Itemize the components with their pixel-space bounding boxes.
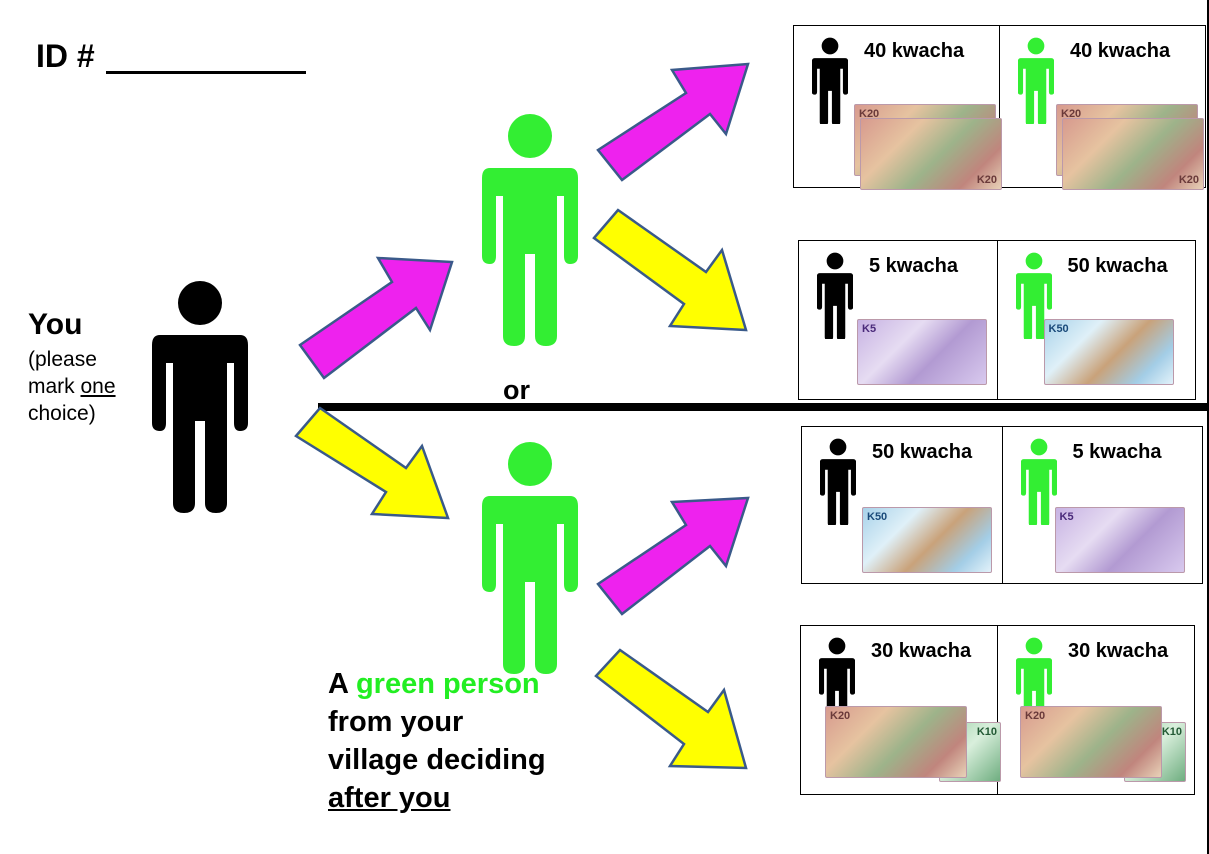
green-text-highlight: green person — [355, 668, 540, 700]
note-label: K5 — [862, 323, 877, 335]
outcome-box-2[interactable]: 5 kwacha K5 50 kwacha K50 — [798, 240, 1196, 400]
note-label: K5 — [1059, 511, 1074, 523]
note-label: K20 — [1025, 710, 1046, 722]
kwacha-banknote-icon: K20 — [825, 706, 967, 778]
outcome-2-you-amount: 5 kwacha — [869, 255, 958, 277]
outcome-4-you-amount: 30 kwacha — [871, 640, 972, 662]
green-person-icon-top — [482, 114, 578, 346]
note-label: K50 — [1048, 323, 1069, 335]
outcome-1-you-amount: 40 kwacha — [864, 40, 965, 62]
kwacha-banknote-icon: K20 — [1020, 706, 1162, 778]
you-instructions-line3: choice) — [28, 402, 96, 425]
outcome-1-you-cell: 40 kwacha K20 K20 — [794, 26, 1002, 190]
green-mini-person-icon — [1018, 37, 1054, 124]
arrow-bottom-to-outcome-3[interactable] — [596, 496, 750, 616]
arrow-you-to-top-green[interactable] — [298, 256, 454, 380]
note-label: K20 — [1061, 108, 1082, 120]
you-instructions-line2: mark one — [28, 373, 116, 400]
green-mini-person-icon — [1020, 438, 1057, 525]
outcome-2-you-cell: 5 kwacha K5 — [799, 241, 998, 399]
kwacha-banknote-icon: K5 — [1054, 507, 1185, 573]
green-text-line4: after you — [328, 779, 546, 817]
id-label: ID # — [36, 38, 95, 74]
choice-divider — [318, 403, 1209, 411]
note-label: K20 — [859, 108, 880, 120]
green-text-after-you: after you — [328, 782, 451, 814]
you-title: You — [28, 308, 83, 341]
green-text-prefix: A — [328, 668, 356, 700]
green-person-icon-bottom — [482, 442, 578, 674]
outcome-4-green-amount: 30 kwacha — [1068, 640, 1169, 662]
you-mini-person-icon — [817, 252, 853, 339]
outcome-4-green-cell: 30 kwacha K10 K20 — [998, 626, 1194, 794]
outcome-box-1[interactable]: 40 kwacha K20 K20 40 kwacha K20 K20 — [793, 25, 1206, 190]
you-instructions-one: one — [80, 375, 116, 398]
outcome-box-3[interactable]: 50 kwacha K50 5 kwacha K5 — [801, 426, 1203, 584]
outcome-3-you-cell: 50 kwacha K50 — [802, 427, 1003, 583]
arrow-bottom-to-outcome-4[interactable] — [594, 648, 748, 770]
outcome-2-green-cell: 50 kwacha K50 — [998, 241, 1196, 399]
kwacha-banknote-icon: K50 — [862, 507, 992, 573]
green-text-line2: from your — [328, 706, 464, 738]
outcome-2-green-amount: 50 kwacha — [1067, 255, 1168, 277]
you-mini-person-icon — [812, 37, 848, 124]
green-text-line3: village deciding — [328, 744, 546, 776]
arrow-you-to-bottom-green[interactable] — [294, 406, 450, 520]
kwacha-banknote-icon: K50 — [1043, 319, 1174, 385]
outcome-3-green-amount: 5 kwacha — [1072, 441, 1162, 463]
kwacha-banknote-icon: K20 — [1062, 118, 1204, 190]
outcome-1-green-amount: 40 kwacha — [1070, 40, 1171, 62]
you-person-icon — [152, 281, 248, 513]
you-mini-person-icon — [820, 438, 856, 525]
outcome-box-4[interactable]: 30 kwacha K10 K20 30 kwacha K10 K20 — [800, 625, 1195, 795]
arrow-top-to-outcome-2[interactable] — [592, 208, 748, 332]
note-label: K20 — [1178, 174, 1199, 186]
kwacha-banknote-icon: K5 — [857, 319, 987, 385]
id-input-line[interactable] — [106, 71, 306, 74]
you-instructions: (please mark one choice) — [28, 346, 116, 427]
kwacha-banknote-icon: K20 — [860, 118, 1002, 190]
green-person-description: A green person from your village decidin… — [328, 665, 546, 817]
outcome-3-you-amount: 50 kwacha — [872, 441, 973, 463]
or-label: or — [503, 375, 530, 405]
you-instructions-line1: (please — [28, 348, 97, 371]
you-instructions-mark: mark — [28, 375, 81, 398]
note-label: K20 — [976, 174, 997, 186]
note-label: K20 — [830, 710, 851, 722]
arrow-top-to-outcome-1[interactable] — [596, 62, 750, 182]
page-right-border — [1207, 0, 1209, 854]
outcome-1-green-cell: 40 kwacha K20 K20 — [1000, 26, 1205, 190]
outcome-4-you-cell: 30 kwacha K10 K20 — [801, 626, 1001, 794]
note-label: K50 — [867, 511, 888, 523]
outcome-3-green-cell: 5 kwacha K5 — [1003, 427, 1203, 583]
green-text-line1: A green person — [328, 665, 546, 703]
